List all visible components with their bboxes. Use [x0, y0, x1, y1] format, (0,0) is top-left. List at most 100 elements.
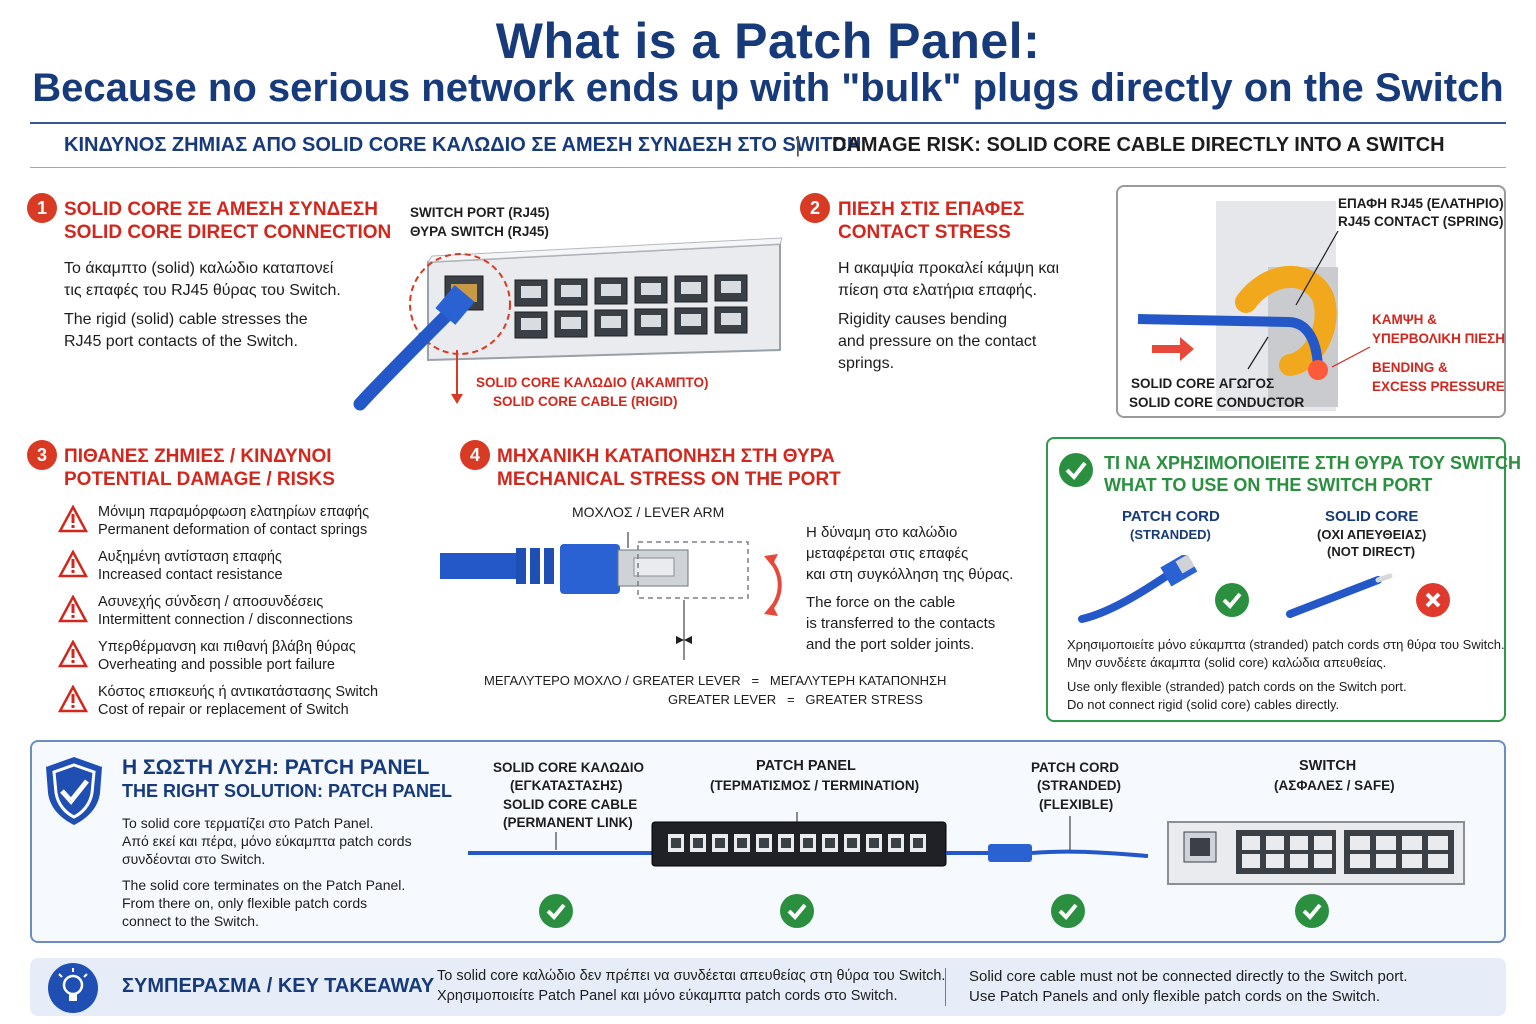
solid-cable-label-gr: SOLID CORE ΚΑΛΩΔΙΟ (ΑΚΑΜΠΤΟ) — [476, 375, 709, 390]
bending-label-gr-2: ΥΠΕΡΒΟΛΙΚΗ ΠΙΕΣΗ — [1372, 331, 1506, 346]
solution-heading-en: THE RIGHT SOLUTION: PATCH PANEL — [122, 781, 452, 801]
patch-cord-label-1: PATCH CORD — [1031, 760, 1119, 775]
section4-body-gr-2: μεταφέρεται στις επαφές — [806, 545, 969, 562]
formula-en: GREATER LEVER = GREATER STRESS — [668, 692, 923, 707]
solution-body-en-2: From there on, only flexible patch cords — [122, 895, 368, 911]
risk-en: Permanent deformation of contact springs — [98, 522, 368, 538]
section2-body-en-2: and pressure on the contact — [838, 333, 1037, 350]
banner-english: DAMAGE RISK: SOLID CORE CABLE DIRECTLY I… — [832, 134, 1445, 156]
section2-body-en-3: springs. — [838, 355, 895, 372]
step-badge-1: 1 — [27, 193, 57, 223]
risk-en: Cost of repair or replacement of Switch — [98, 702, 349, 718]
contact-stress-illustration — [1137, 201, 1371, 411]
bending-label-en-1: BENDING & — [1372, 360, 1448, 375]
warning-icon — [58, 550, 88, 578]
rj45-contact-label-gr: ΕΠΑΦΗ RJ45 (ΕΛΑΤΗΡΙΟ) — [1338, 196, 1504, 211]
risk-en: Intermittent connection / disconnections — [98, 612, 353, 628]
solid-cable-label-1: SOLID CORE ΚΑΛΩΔΙΟ — [493, 760, 645, 775]
warning-icon — [58, 505, 88, 533]
section4-body-en-1: The force on the cable — [806, 594, 956, 611]
switch-label-1: SWITCH — [1299, 758, 1357, 774]
risk-gr: Υπερθέρμανση και πιθανή βλάβη θύρας — [98, 639, 356, 655]
solid-cable-label-4: (PERMANENT LINK) — [503, 815, 633, 830]
section3-heading-gr: ΠΙΘΑΝΕΣ ΖΗΜΙΕΣ / ΚΙΝΔΥΝΟΙ — [64, 446, 332, 467]
section2-body-en-1: Rigidity causes bending — [838, 311, 1007, 328]
section4-body-gr-1: Η δύναμη στο καλώδιο — [806, 524, 958, 541]
patch-cord-illustration — [1078, 555, 1198, 623]
banner-separator: | — [795, 132, 801, 157]
section4-body-en-2: is transferred to the contacts — [806, 615, 996, 632]
takeaway-gr-1: Το solid core καλώδιο δεν πρέπει να συνδ… — [437, 968, 946, 984]
section2-body-gr-1: Η ακαμψία προκαλεί κάμψη και — [838, 260, 1060, 277]
bending-label-gr-1: ΚΑΜΨΗ & — [1372, 312, 1437, 327]
switch-port-label-gr: ΘΥΡΑ SWITCH (RJ45) — [410, 224, 549, 239]
solution-body-en-1: The solid core terminates on the Patch P… — [122, 877, 406, 893]
cross-circle-icon — [1416, 583, 1450, 617]
risk-gr: Κόστος επισκευής ή αντικατάστασης Switch — [98, 684, 379, 700]
patch-panel-chain-illustration — [468, 812, 1465, 885]
risk-en: Overheating and possible port failure — [98, 657, 335, 673]
section4-heading-gr: ΜΗΧΑΝΙΚΗ ΚΑΤΑΠΟΝΗΣΗ ΣΤΗ ΘΥΡΑ — [497, 446, 835, 467]
section2-heading-en: CONTACT STRESS — [838, 222, 1011, 243]
patch-cord-label-2: (STRANDED) — [1037, 778, 1121, 793]
warning-icon — [58, 685, 88, 713]
solution-body-en-3: connect to the Switch. — [122, 913, 259, 929]
divider — [30, 167, 1506, 168]
takeaway-en-2: Use Patch Panels and only flexible patch… — [969, 988, 1381, 1005]
solution-heading-gr: Η ΣΩΣΤΗ ΛΥΣΗ: PATCH PANEL — [122, 756, 430, 779]
bending-label-en-2: EXCESS PRESSURE — [1372, 379, 1505, 394]
takeaway-gr-2: Χρησιμοποιείτε Patch Panel και μόνο εύκα… — [437, 988, 898, 1004]
switch-port-label-en: SWITCH PORT (RJ45) — [410, 205, 550, 220]
conductor-label-gr: SOLID CORE ΑΓΩΓΟΣ — [1131, 376, 1275, 391]
step-badge-4: 4 — [460, 440, 490, 470]
page-subtitle: Because no serious network ends up with … — [32, 66, 1504, 110]
risk-en: Increased contact resistance — [98, 567, 283, 583]
risk-gr: Ασυνεχής σύνδεση / αποσυνδέσεις — [98, 594, 324, 610]
section3-heading-en: POTENTIAL DAMAGE / RISKS — [64, 469, 335, 490]
warning-icon — [58, 595, 88, 623]
what-to-use-panel — [1046, 437, 1506, 722]
section1-body-gr-1: Το άκαμπτο (solid) καλώδιο καταπονεί — [64, 260, 334, 277]
section1-body-en-2: RJ45 port contacts of the Switch. — [64, 333, 298, 350]
lightbulb-icon — [48, 963, 98, 1013]
risk-gr: Μόνιμη παραμόρφωση ελατηρίων επαφής — [98, 504, 370, 520]
use-heading-en: WHAT TO USE ON THE SWITCH PORT — [1104, 475, 1433, 495]
takeaway-heading: ΣΥΜΠΕΡΑΣΜΑ / KEY TAKEAWAY — [122, 975, 435, 997]
section1-heading-gr: SOLID CORE ΣΕ ΑΜΕΣΗ ΣΥΝΔΕΣΗ — [64, 199, 379, 220]
check-circle-icon — [1051, 894, 1085, 928]
solid-core-title: SOLID CORE — [1325, 508, 1419, 525]
solid-cable-label-3: SOLID CORE CABLE — [503, 797, 638, 812]
section2-body-gr-2: πίεση στα ελατήρια επαφής. — [838, 282, 1037, 299]
solid-core-sub-en: (NOT DIRECT) — [1327, 544, 1416, 559]
section1-body-gr-2: τις επαφές του RJ45 θύρας του Switch. — [64, 282, 341, 299]
divider — [30, 122, 1506, 124]
use-note-en-1: Use only flexible (stranded) patch cords… — [1067, 679, 1407, 694]
conductor-label-en: SOLID CORE CONDUCTOR — [1129, 395, 1305, 410]
lever-arm-label: ΜΟΧΛΟΣ / LEVER ARM — [572, 504, 725, 520]
patch-panel-label-2: (ΤΕΡΜΑΤΙΣΜΟΣ / TERMINATION) — [710, 778, 920, 793]
section4-heading-en: MECHANICAL STRESS ON THE PORT — [497, 469, 841, 490]
page-title: What is a Patch Panel: — [495, 13, 1041, 69]
key-takeaway-panel — [30, 958, 1506, 1016]
check-circle-icon — [780, 894, 814, 928]
takeaway-en-1: Solid core cable must not be connected d… — [969, 968, 1408, 985]
patch-cord-title: PATCH CORD — [1122, 508, 1220, 525]
warning-icon — [58, 640, 88, 668]
use-note-en-2: Do not connect rigid (solid core) cables… — [1067, 697, 1340, 712]
section1-body-en-1: The rigid (solid) cable stresses the — [64, 311, 308, 328]
solid-core-sub-gr: (ΟΧΙ ΑΠΕΥΘΕΙΑΣ) — [1317, 527, 1427, 542]
lever-arm-illustration — [440, 532, 782, 660]
rj45-contact-label-en: RJ45 CONTACT (SPRING) — [1338, 214, 1504, 229]
risk-gr: Αυξημένη αντίσταση επαφής — [98, 549, 282, 565]
patch-cord-label-3: (FLEXIBLE) — [1039, 797, 1114, 812]
shield-check-icon — [46, 757, 102, 825]
check-circle-icon — [1059, 453, 1093, 487]
section2-heading-gr: ΠΙΕΣΗ ΣΤΙΣ ΕΠΑΦΕΣ — [838, 199, 1025, 220]
solution-body-gr-3: συνδέονται στο Switch. — [122, 851, 266, 867]
step-badge-3: 3 — [27, 440, 57, 470]
section4-body-gr-3: και στη συγκόλληση της θύρας. — [806, 566, 1014, 583]
step-badge-2: 2 — [800, 193, 830, 223]
solution-body-gr-2: Από εκεί και πέρα, μόνο εύκαμπτα patch c… — [122, 833, 412, 849]
banner-greek: ΚΙΝΔΥΝΟΣ ΖΗΜΙΑΣ ΑΠΟ SOLID CORE ΚΑΛΩΔΙΟ Σ… — [64, 134, 862, 156]
solution-body-gr-1: Το solid core τερματίζει στο Patch Panel… — [122, 815, 374, 831]
